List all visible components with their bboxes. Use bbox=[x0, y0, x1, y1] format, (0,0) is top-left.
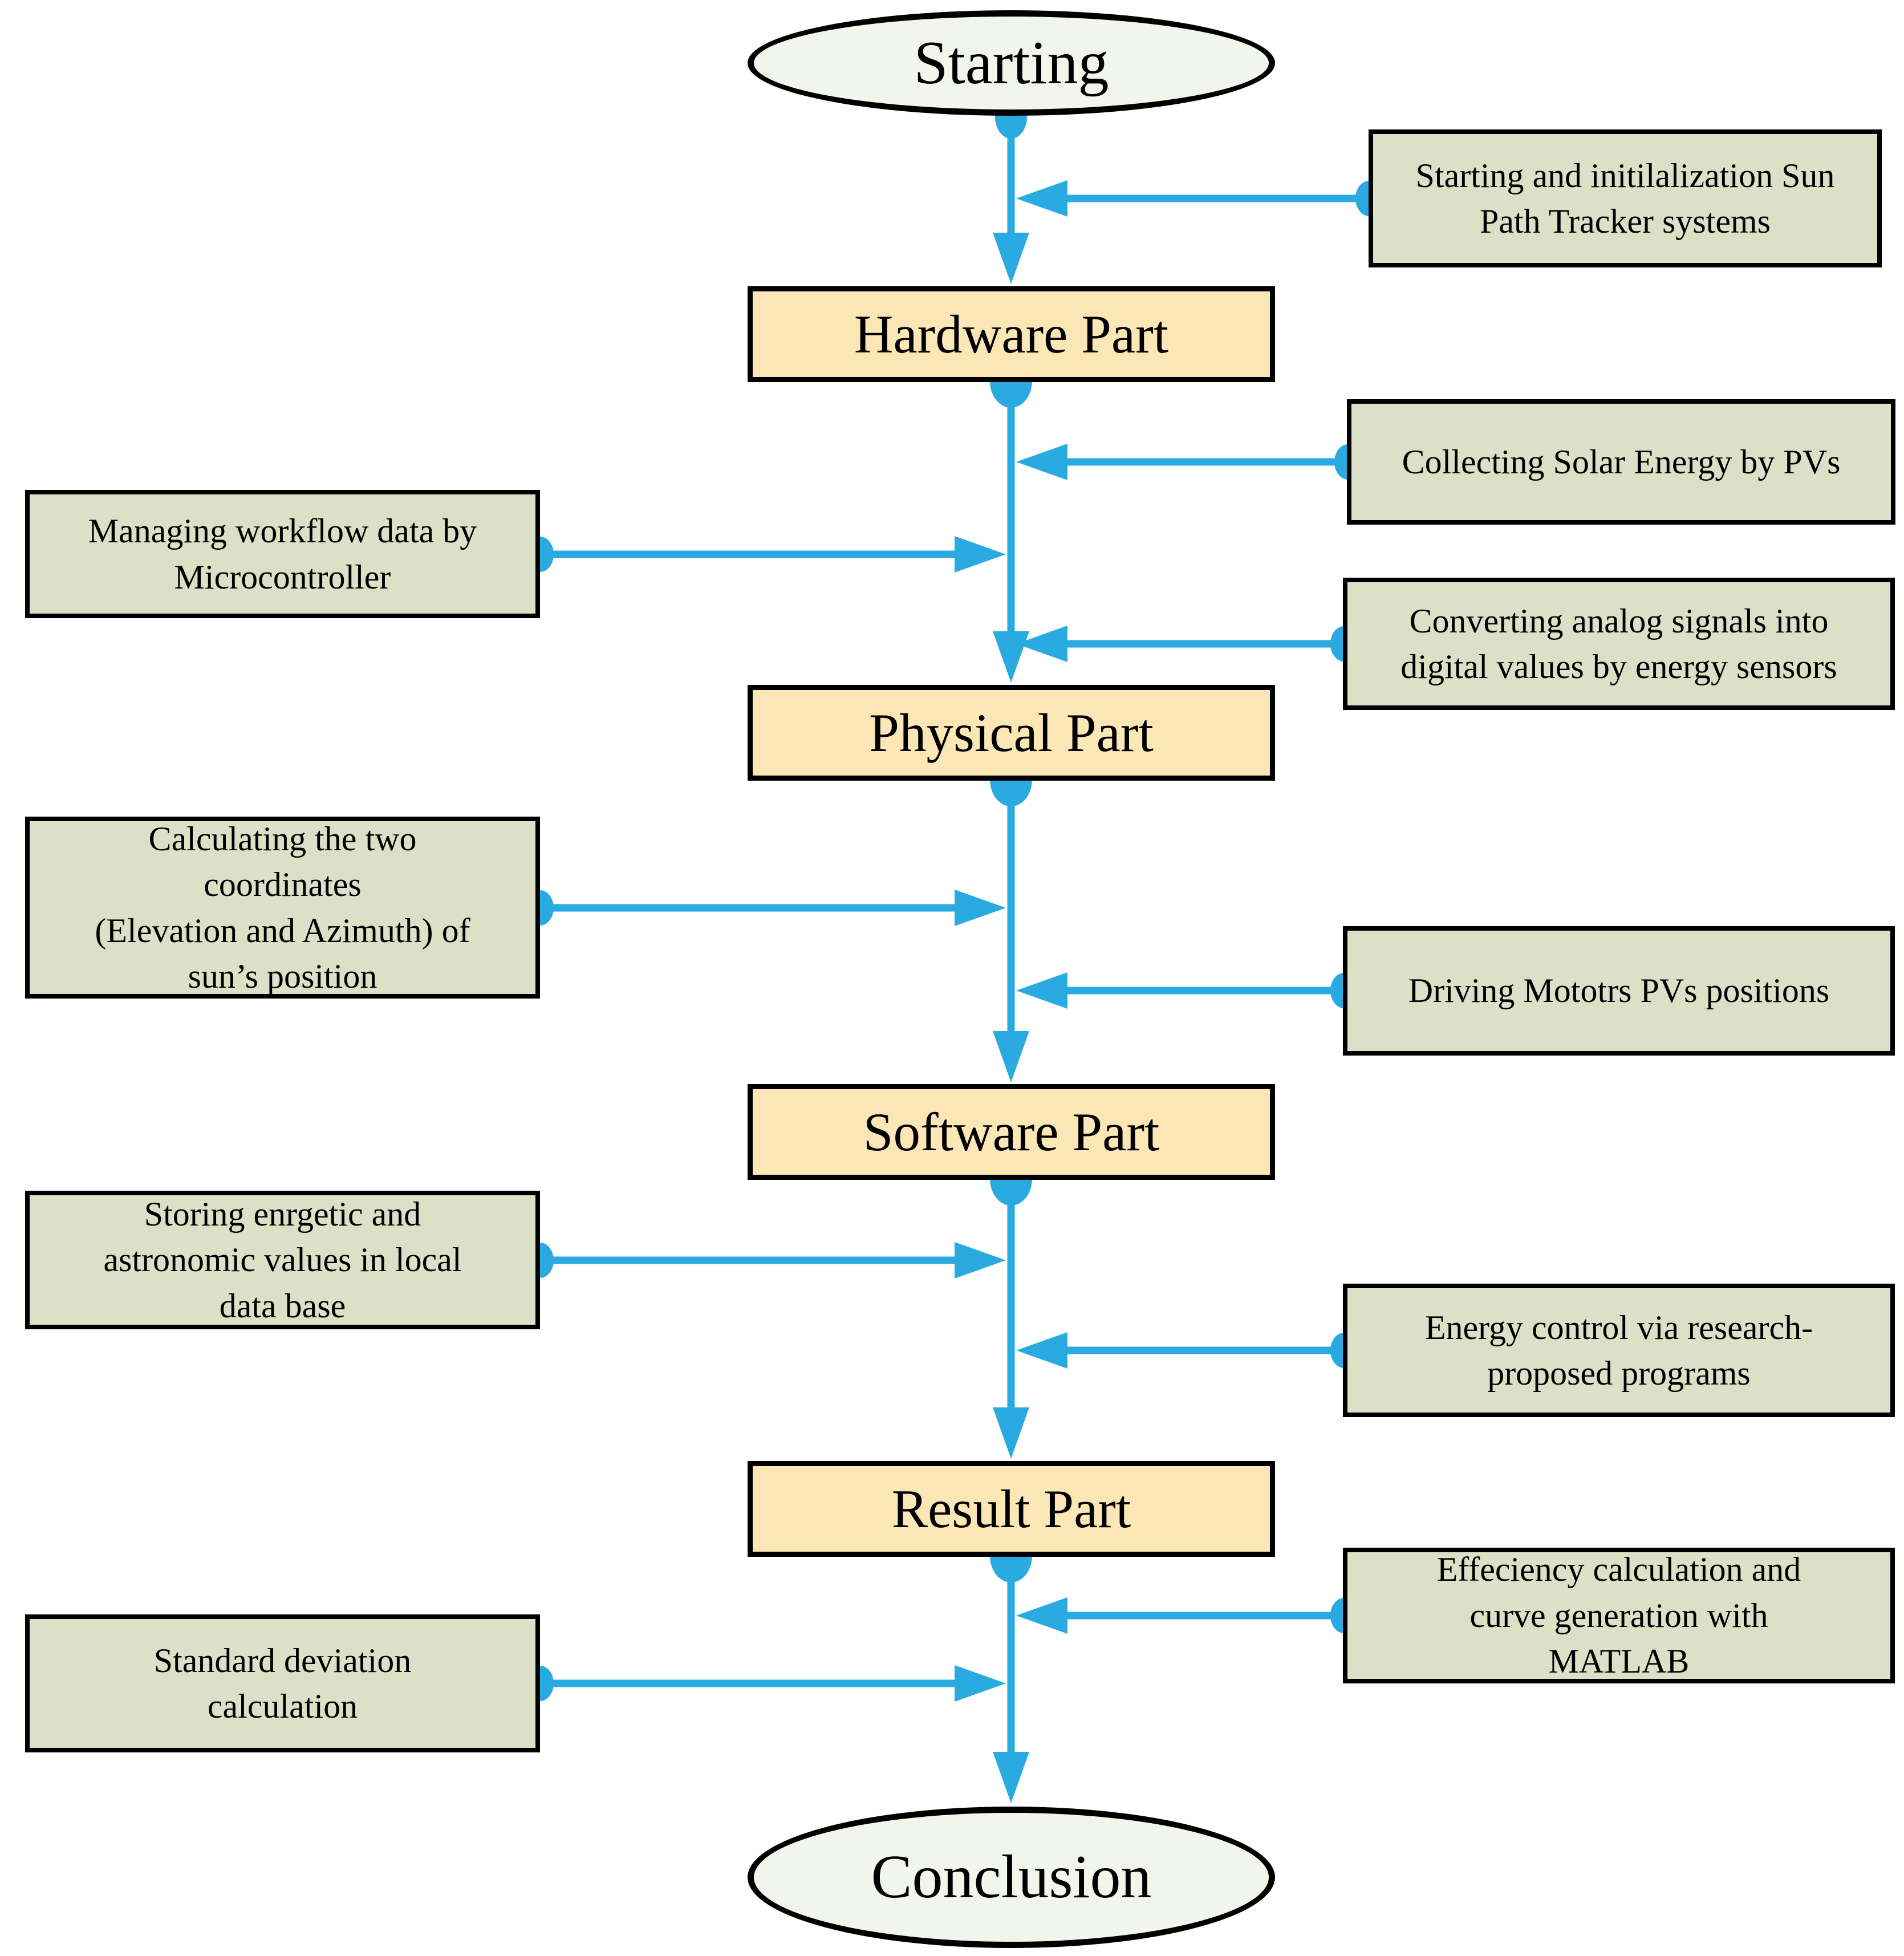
connector-note-collecting-solar-energy bbox=[1016, 444, 1362, 480]
note-collecting-solar-energy: Collecting Solar Energy by PVs bbox=[1347, 399, 1895, 525]
connector-note-driving-motors bbox=[1016, 972, 1358, 1009]
note-calculating-coordinates: Calculating the two coordinates (Elevati… bbox=[25, 817, 540, 999]
note-converting-analog-signals: Converting analog signals into digital v… bbox=[1343, 578, 1895, 710]
arrowhead-down-icon bbox=[993, 1752, 1029, 1803]
arrowhead-down-icon bbox=[993, 233, 1029, 284]
arrowhead-down-icon bbox=[993, 1031, 1029, 1082]
arrowhead-left-icon bbox=[1016, 1597, 1067, 1634]
connector-starting-hardware bbox=[993, 95, 1029, 284]
connector-note-calculating-coordinates bbox=[526, 890, 1006, 926]
connector-note-storing-values bbox=[526, 1242, 1006, 1279]
connector-result-conclusion bbox=[990, 1529, 1032, 1803]
terminal-starting: Starting bbox=[748, 10, 1275, 116]
connector-note-standard-deviation bbox=[526, 1665, 1006, 1702]
arrowhead-left-icon bbox=[1016, 972, 1067, 1009]
connector-note-energy-control bbox=[1016, 1332, 1358, 1369]
stage-hardware: Hardware Part bbox=[748, 286, 1275, 382]
note-storing-values: Storing enrgetic and astronomic values i… bbox=[25, 1191, 540, 1329]
arrowhead-left-icon bbox=[1016, 1332, 1067, 1369]
arrowhead-left-icon bbox=[1016, 444, 1067, 480]
stage-software: Software Part bbox=[748, 1084, 1275, 1180]
note-starting-initialization: Starting and initilalization Sun Path Tr… bbox=[1369, 129, 1882, 267]
connector-note-starting-initialization bbox=[1016, 180, 1383, 217]
terminal-conclusion: Conclusion bbox=[748, 1807, 1275, 1948]
connector-physical-software bbox=[990, 753, 1032, 1082]
stage-result: Result Part bbox=[748, 1461, 1275, 1557]
arrowhead-left-icon bbox=[1016, 180, 1067, 217]
connector-software-result bbox=[990, 1152, 1032, 1459]
arrowhead-down-icon bbox=[993, 1407, 1029, 1459]
arrowhead-right-icon bbox=[955, 890, 1006, 926]
arrowhead-right-icon bbox=[955, 536, 1006, 573]
connector-note-managing-workflow bbox=[526, 536, 1006, 573]
note-energy-control: Energy control via research- proposed pr… bbox=[1343, 1284, 1895, 1417]
connector-hardware-physical bbox=[990, 354, 1032, 683]
note-standard-deviation: Standard deviation calculation bbox=[25, 1614, 540, 1752]
arrowhead-right-icon bbox=[955, 1665, 1006, 1702]
note-efficiency-calculation: Effeciency calculation and curve generat… bbox=[1343, 1548, 1895, 1683]
connector-note-converting-analog-signals bbox=[1016, 626, 1358, 662]
note-driving-motors: Driving Mototrs PVs positions bbox=[1343, 926, 1895, 1056]
stage-physical: Physical Part bbox=[748, 685, 1275, 781]
note-managing-workflow: Managing workflow data by Microcontrolle… bbox=[25, 490, 540, 618]
connector-note-efficiency-calculation bbox=[1016, 1597, 1358, 1634]
arrowhead-right-icon bbox=[955, 1242, 1006, 1279]
arrowhead-left-icon bbox=[1016, 626, 1067, 662]
arrowhead-down-icon bbox=[993, 631, 1029, 683]
